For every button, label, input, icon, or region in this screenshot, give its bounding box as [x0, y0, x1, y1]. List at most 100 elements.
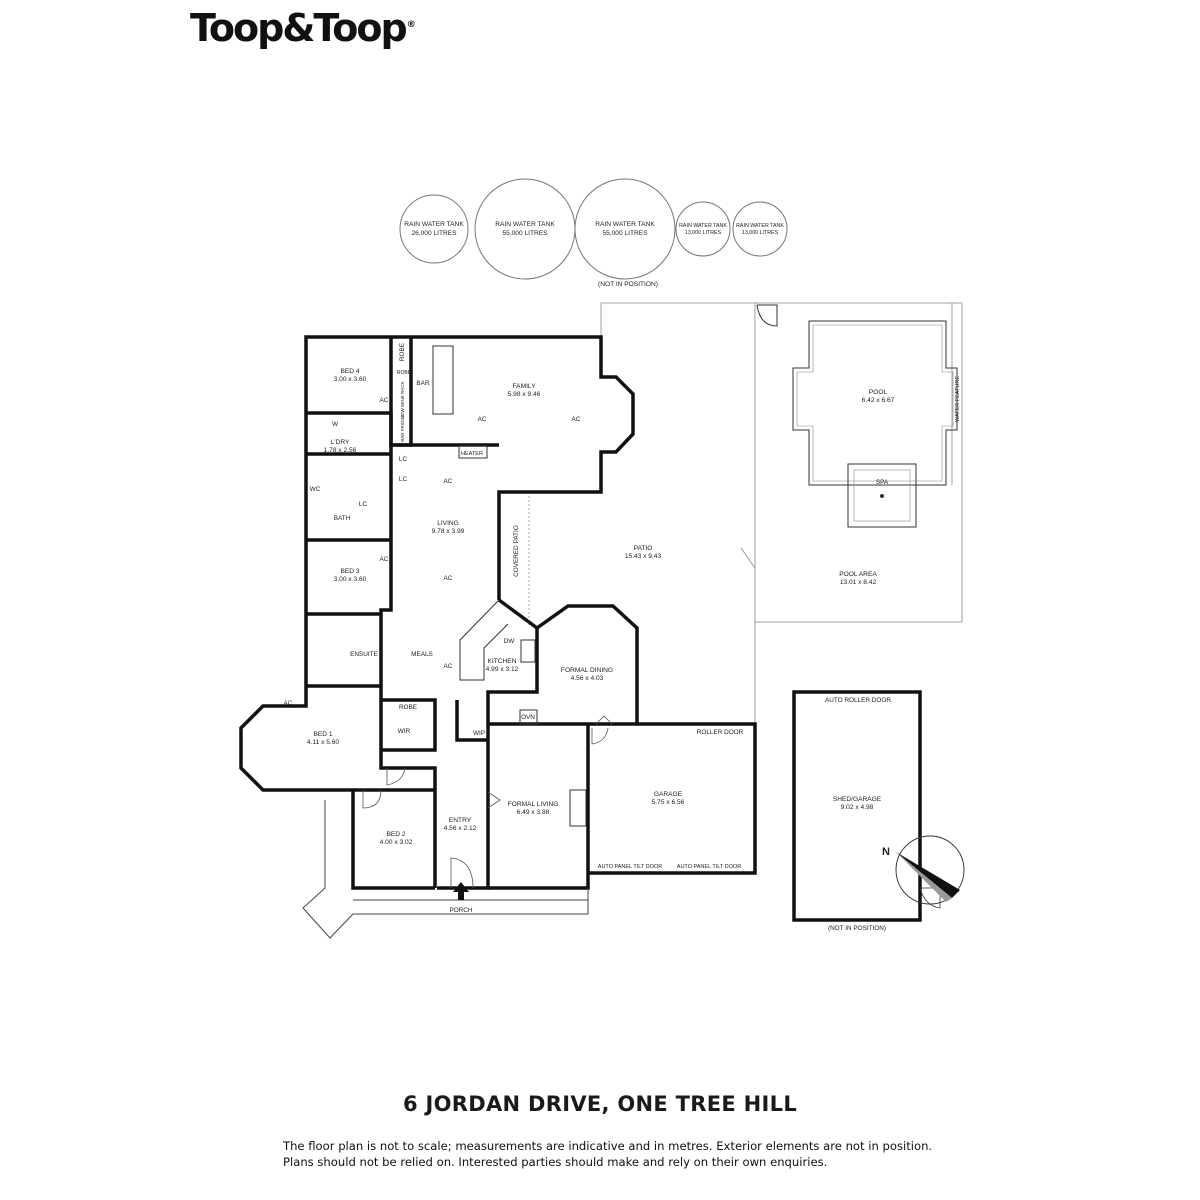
family-name: FAMILY	[513, 383, 537, 390]
outer-wall-north	[304, 335, 635, 686]
bed3-name: BED 3	[340, 568, 359, 575]
entry-arrow	[453, 882, 469, 900]
pool-inner	[796, 324, 954, 482]
tank-4-label: RAIN WATER TANK	[679, 223, 727, 229]
shed-note: (NOT IN POSITION)	[828, 925, 886, 932]
bed1-east	[379, 686, 437, 888]
bed3-dims: 3.00 x 3.60	[334, 576, 367, 583]
house-walls	[239, 335, 757, 890]
robe-label-bed4: ROBE	[399, 343, 406, 361]
low-wine-rack-label: LOW WINE RACK	[400, 381, 405, 418]
entry-door	[450, 857, 474, 889]
brand-logo: Toop&Toop®	[190, 6, 416, 50]
fixture-labels: ROBE ROBE BAR LOW WINE RACK BAR FRIDGE A…	[284, 343, 961, 932]
kitchen-dims: 4.99 x 3.12	[486, 666, 519, 673]
bar-label: BAR	[416, 380, 430, 387]
covered-patio-label: COVERED PATIO	[513, 525, 520, 577]
washer-label: W	[332, 421, 339, 428]
tanks-note: (NOT IN POSITION)	[598, 281, 658, 288]
wir-label: WIR	[398, 728, 411, 735]
tank-3	[574, 178, 676, 280]
meals-label: MEALS	[411, 651, 433, 658]
ac-bed3: AC	[380, 556, 389, 563]
water-feature-label: WATER FEATURE	[955, 376, 961, 422]
bed1-wall	[322, 788, 435, 890]
ac-bed1: AC	[284, 700, 293, 707]
pool-gate	[756, 304, 778, 327]
pool-area-name: POOL AREA	[839, 571, 877, 578]
tank-4	[675, 201, 731, 257]
ovn-label: OVN	[521, 714, 535, 721]
ac-bed4: AC	[380, 397, 389, 404]
pool	[792, 320, 958, 486]
auto-panel-tilt-door-1: AUTO PANEL TILT DOOR	[598, 864, 662, 870]
formal-dining-dims: 4.56 x 4.03	[571, 675, 604, 682]
laundry-name: L'DRY	[331, 439, 350, 446]
tank-1	[399, 194, 469, 264]
compass-needle-light	[896, 852, 952, 902]
bed4-dims: 3.00 x 3.60	[334, 376, 367, 383]
heater-label: HEATER	[461, 451, 483, 457]
tank-1-label: RAIN WATER TANK	[404, 221, 464, 228]
porch-label: PORCH	[449, 907, 472, 914]
porch-rail	[302, 800, 589, 939]
pool-area-dims: 13.01 x 8.42	[840, 579, 877, 586]
bar-bench	[432, 345, 454, 415]
tank-5-size: 13,000 LITRES	[742, 230, 779, 236]
dw-label: DW	[504, 638, 516, 645]
small-tank-labels: RAIN WATER TANK 13,000 LITRES RAIN WATER…	[679, 223, 784, 236]
cooktop	[520, 639, 536, 663]
ac-living-1: AC	[444, 478, 453, 485]
fireplace	[569, 789, 587, 827]
bath-label: BATH	[334, 515, 351, 522]
dining-wall	[535, 604, 757, 875]
garage-name: GARAGE	[654, 791, 683, 798]
door-swings	[362, 715, 613, 889]
ovn-unit	[519, 709, 538, 725]
compass-north-label: N	[882, 846, 890, 858]
compass-needle	[896, 852, 960, 898]
tank-5	[732, 201, 788, 257]
formal-dining-name: FORMAL DINING	[561, 667, 613, 674]
ensuite-label: ENSUITE	[350, 651, 378, 658]
disclaimer-line-2: Plans should not be relied on. Intereste…	[283, 1155, 828, 1169]
living-dims: 9.78 x 3.99	[432, 528, 465, 535]
shed-garage-dims: 9.02 x 4.98	[841, 804, 874, 811]
dining-door	[595, 715, 613, 725]
pool-outline	[756, 304, 958, 528]
tank-2	[474, 178, 576, 280]
bed2-name: BED 2	[386, 831, 405, 838]
outer-wall-west	[239, 686, 322, 792]
brand-logo-text: Toop&Toop	[190, 6, 408, 50]
bed1-name: BED 1	[313, 731, 332, 738]
compass-ring	[895, 835, 965, 905]
robe-label-bed1: ROBE	[399, 704, 417, 711]
meals-wall	[379, 443, 499, 686]
auto-panel-tilt-door-2: AUTO PANEL TILT DOOR	[677, 864, 741, 870]
property-address: 6 JORDAN DRIVE, ONE TREE HILL	[402, 1092, 798, 1116]
kitchen-benches	[432, 345, 587, 827]
pool-name: POOL	[869, 389, 888, 396]
bed1-dims: 4.11 x 5.60	[307, 739, 339, 746]
patio-dims: 15.43 x 9.43	[625, 553, 662, 560]
roller-door-label: ROLLER DOOR	[697, 729, 744, 736]
bed1-door	[386, 767, 406, 786]
entry-dims: 4.56 x 2.12	[444, 825, 477, 832]
registered-mark: ®	[406, 20, 416, 31]
disclaimer-line-1: The floor plan is not to scale; measurem…	[283, 1139, 933, 1153]
formal-living-dims: 6.49 x 3.88	[517, 809, 550, 816]
living-name: LIVING	[437, 520, 459, 527]
bed2-door	[362, 789, 382, 809]
tank-1-size: 26,000 LITRES	[411, 230, 457, 237]
formal-living-name: FORMAL LIVING	[508, 801, 559, 808]
patio-gate	[740, 547, 756, 569]
entry-side-door	[487, 791, 501, 809]
patio-boundary	[600, 302, 756, 725]
bed4-name: BED 4	[340, 368, 359, 375]
robe-wall	[381, 698, 437, 752]
patio-name: PATIO	[634, 545, 653, 552]
bed2-dims: 4.00 x 3.02	[380, 839, 413, 846]
robe-label-bed4-small: ROBE	[397, 370, 412, 376]
laundry-dims: 1.78 x 2.56	[324, 447, 357, 454]
